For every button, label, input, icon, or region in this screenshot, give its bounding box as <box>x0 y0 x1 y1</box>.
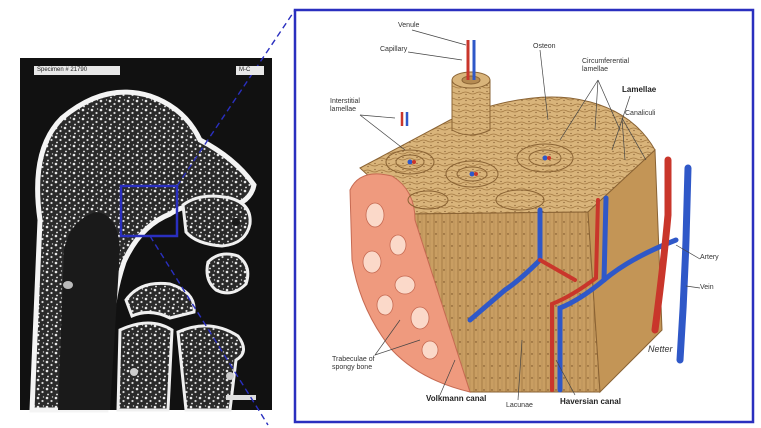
label-lacunae: Lacunae <box>506 402 533 410</box>
label-artery: Artery <box>700 254 719 262</box>
label-circumferential-lamellae: Circumferential lamellae <box>582 58 638 74</box>
label-capillary: Capillary <box>380 46 407 54</box>
label-osteon: Osteon <box>533 43 556 51</box>
label-vein: Vein <box>700 284 714 292</box>
label-venule: Venule <box>398 22 419 30</box>
label-lamellae: Lamellae <box>622 86 656 94</box>
label-volkmann-canal: Volkmann canal <box>426 395 486 403</box>
xray-corner-tag: M-C <box>236 66 264 75</box>
label-haversian-canal: Haversian canal <box>560 398 621 406</box>
label-canaliculi: Canaliculi <box>625 110 655 118</box>
specimen-tag: Specimen # 21790 <box>34 66 120 75</box>
artist-signature: Netter <box>648 345 673 353</box>
xray-panel <box>20 58 272 410</box>
label-interstitial-lamellae: Interstitial lamellae <box>330 98 378 114</box>
label-trabeculae: Trabeculae of spongy bone <box>332 356 390 372</box>
